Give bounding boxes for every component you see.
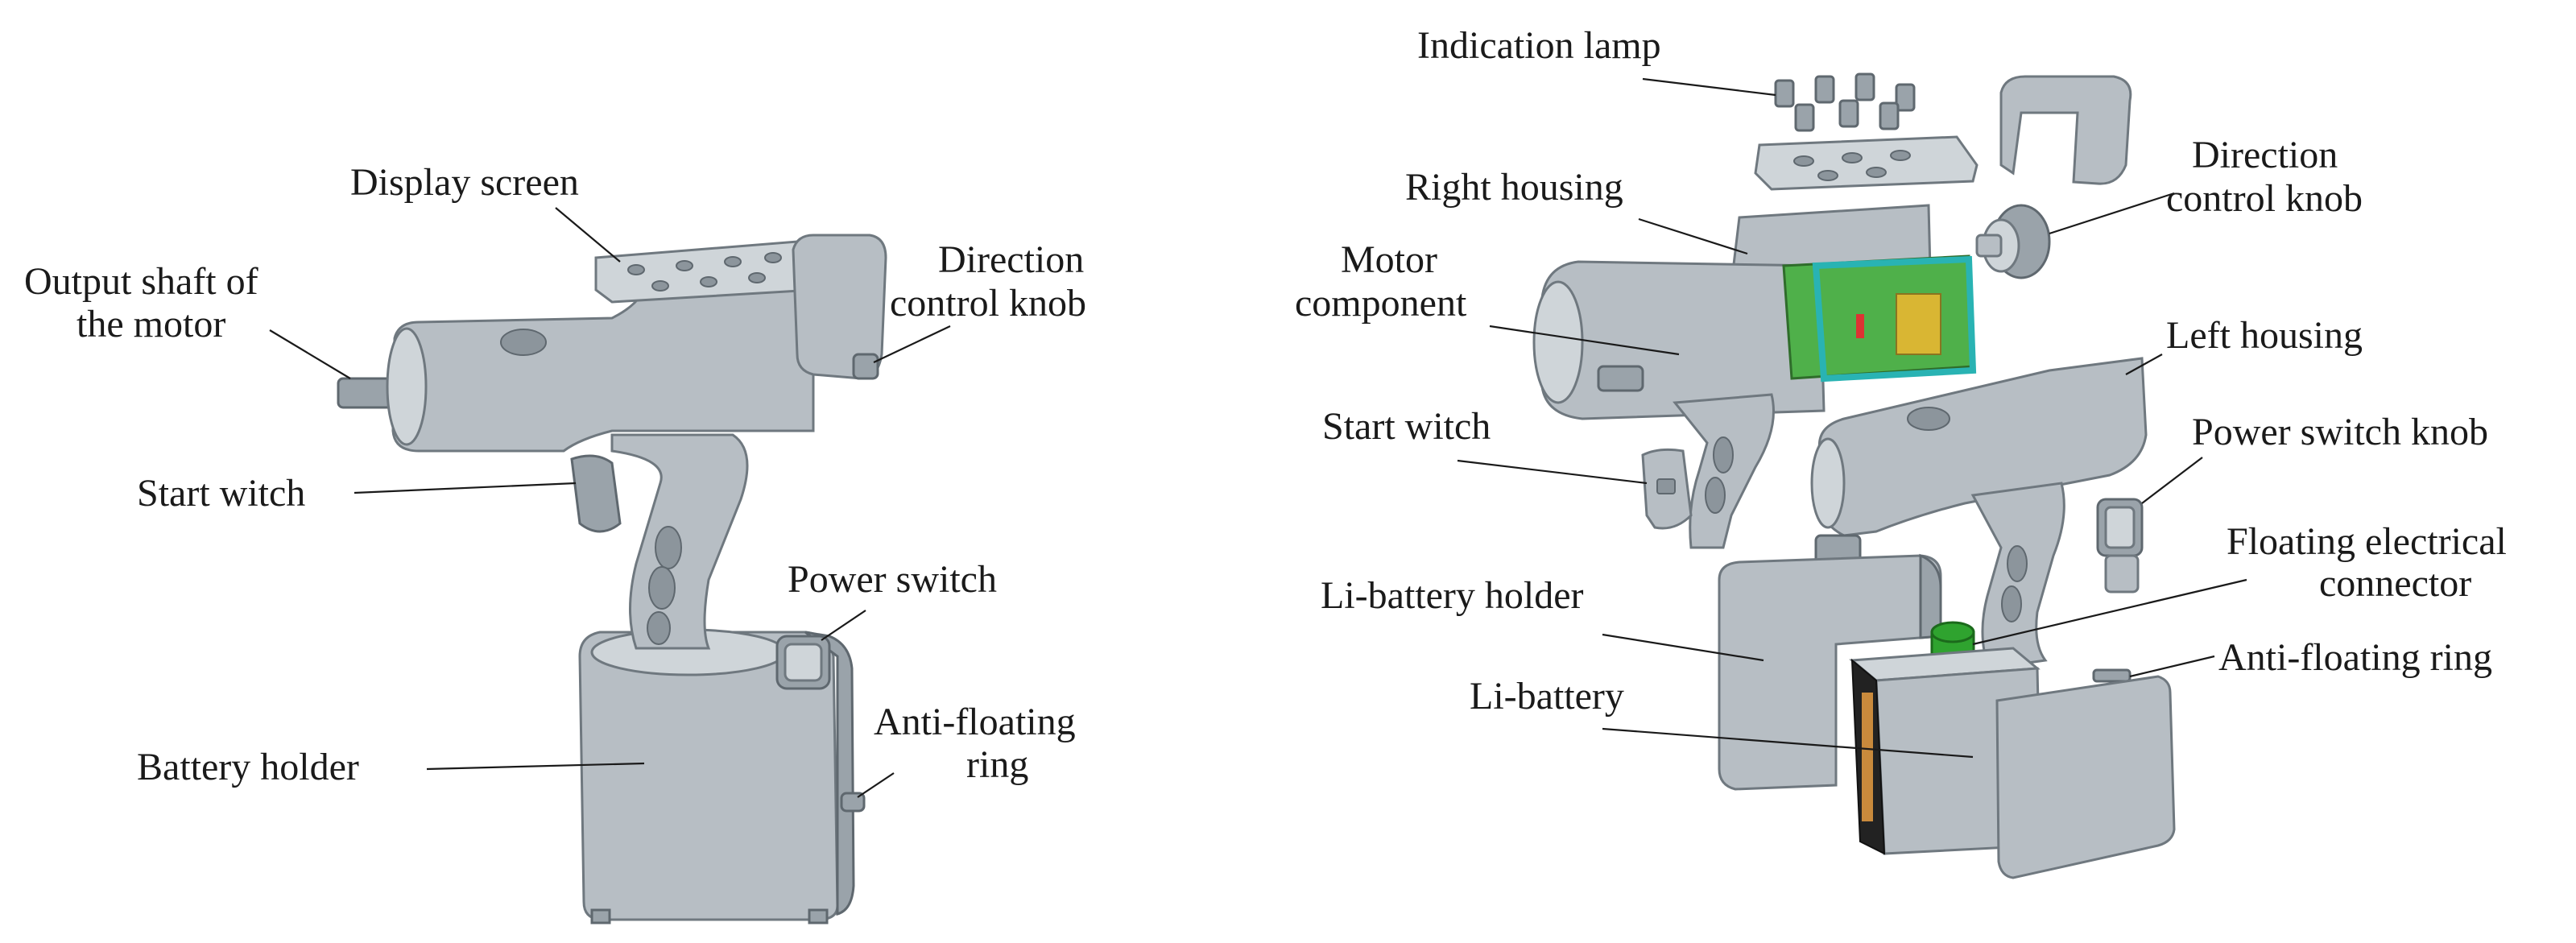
label-direction-knob-r2: control knob <box>2166 177 2363 220</box>
label-power-switch-knob: Power switch knob <box>2192 411 2488 453</box>
leader-li-battery-holder <box>1602 633 1764 662</box>
label-right-housing: Right housing <box>1405 166 1623 209</box>
label-indication-lamp: Indication lamp <box>1417 24 1661 67</box>
leader-power-switch-knob <box>2141 457 2203 504</box>
rear-cover <box>1999 75 2132 185</box>
label-start-witch-right: Start witch <box>1322 405 1491 448</box>
leader-anti-floating-ring-right <box>2129 655 2215 678</box>
leader-start-witch-right <box>1457 459 1648 485</box>
leader-start-witch-left <box>354 482 577 494</box>
power-switch-knob-part <box>2096 498 2144 594</box>
left-housing <box>1817 357 2148 537</box>
motor-component <box>1532 260 1826 420</box>
label-power-switch: Power switch <box>788 558 997 601</box>
rear-knob-cover <box>792 234 887 380</box>
label-anti-floating-ring-right: Anti-floating ring <box>2218 636 2492 679</box>
label-display-screen: Display screen <box>350 161 579 204</box>
leader-battery-holder <box>426 762 645 771</box>
label-li-battery-holder: Li-battery holder <box>1321 574 1584 617</box>
indication-lamps <box>1774 72 1916 132</box>
battery-holder-side <box>804 631 855 916</box>
pcb-module <box>1782 254 1977 383</box>
label-output-shaft-2: the motor <box>76 303 225 345</box>
label-anti-floating-1: Anti-floating <box>874 701 1076 743</box>
leader-anti-floating <box>857 772 895 798</box>
main-barrel <box>391 280 815 453</box>
left-labels: Display screen Output shaft of the motor… <box>24 161 1086 798</box>
leader-motor <box>1489 325 1680 356</box>
battery-cover-plate <box>1995 675 2176 879</box>
label-anti-floating-2: ring <box>966 743 1028 786</box>
power-switch <box>775 635 831 690</box>
label-li-battery: Li-battery <box>1470 675 1624 718</box>
exploded-tool <box>1532 72 2176 879</box>
label-direction-knob-r1: Direction <box>2192 134 2338 176</box>
leader-direction-knob <box>873 325 951 363</box>
start-trigger <box>570 454 622 533</box>
leader-left-housing <box>2125 354 2163 375</box>
label-start-witch-left: Start witch <box>137 472 305 515</box>
leader-right-housing <box>1638 217 1748 255</box>
leader-power-switch <box>821 610 866 641</box>
barrel-front-ring <box>386 327 428 446</box>
label-battery-holder: Battery holder <box>137 746 359 788</box>
leader-direction-knob-right <box>2049 192 2175 235</box>
leader-floating-connector <box>1972 578 2247 646</box>
label-floating-connector-2: connector <box>2319 562 2471 605</box>
label-output-shaft-1: Output shaft of <box>24 260 258 303</box>
label-motor-1: Motor <box>1341 238 1437 281</box>
leader-li-battery <box>1602 727 1974 759</box>
anti-floating-ring-right <box>2092 668 2132 683</box>
right-labels: Indication lamp Right housing Motor comp… <box>1295 24 2507 759</box>
label-direction-knob-1: Direction <box>938 238 1084 281</box>
direction-knob-part <box>1975 204 2051 279</box>
leader-indication-lamp <box>1642 77 1776 97</box>
lamp-plate <box>1754 135 1979 191</box>
leader-output-shaft <box>269 329 351 379</box>
label-direction-knob-2: control knob <box>890 282 1086 325</box>
direction-knob <box>852 353 879 380</box>
li-battery-holder-part <box>1718 534 1942 791</box>
leader-display-screen <box>555 207 621 263</box>
assembled-tool <box>337 234 887 924</box>
label-left-housing: Left housing <box>2166 314 2363 357</box>
label-motor-2: component <box>1295 282 1467 325</box>
label-floating-connector-1: Floating electrical <box>2227 520 2507 563</box>
